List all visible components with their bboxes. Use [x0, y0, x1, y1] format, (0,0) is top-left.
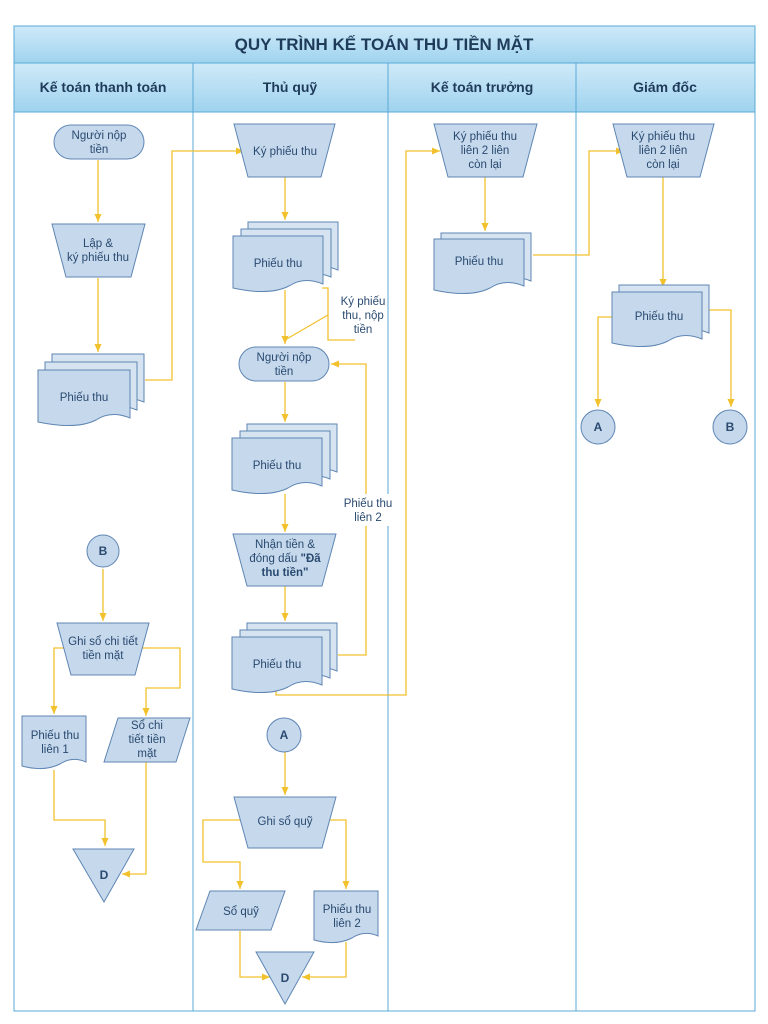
- node-storage-d-lane1: D: [72, 848, 135, 904]
- lane-header-thu-quy: Thủ quỹ: [263, 79, 318, 95]
- edge-label-phieu-thu-lien-2: Phiếu thu liên 2: [340, 494, 396, 526]
- node-label: Ghi sổ quỹ: [258, 816, 313, 828]
- diagram-title: QUY TRÌNH KẾ TOÁN THU TIỀN MẶT: [235, 35, 534, 54]
- node-phieu-thu-multi: Phiếu thu: [37, 353, 145, 426]
- connector-label: A: [594, 420, 603, 434]
- annotation-ky-phieu-thu-nop-tien: Ký phiếu thu, nộp tiền: [341, 296, 386, 336]
- node-label-line-1: Nhận tiền &: [255, 539, 315, 551]
- annotation-line-2: thu, nộp: [342, 310, 384, 322]
- connector-a-lane4: A: [580, 409, 616, 445]
- node-phieu-thu-lien-2: Phiếu thu liên 2: [313, 890, 379, 944]
- node-label-line-1: Lập &: [83, 238, 113, 250]
- connector-label: B: [726, 420, 735, 434]
- node-label: Phiếu thu: [635, 311, 684, 323]
- node-ky-phieu-thu: Ký phiếu thu: [233, 123, 336, 178]
- node-label: Phiếu thu: [253, 460, 302, 472]
- connector-b: B: [86, 534, 120, 568]
- node-phieu-thu-multi-3: Phiếu thu: [231, 622, 338, 693]
- node-so-chi-tiet-tien-mat: Sổ chi tiết tiền mặt: [103, 717, 191, 763]
- node-label-line-3: còn lại: [646, 159, 679, 171]
- edge-label-line-2: liên 2: [354, 512, 382, 524]
- node-label-line-1: Sổ chi: [131, 720, 163, 732]
- connector-a-lane2: A: [266, 717, 302, 753]
- node-label-line-2: tiền: [90, 144, 109, 156]
- node-label: Phiếu thu: [254, 258, 303, 270]
- node-label-line-1: Phiếu thu: [31, 730, 80, 742]
- node-label: Sổ quỹ: [223, 906, 259, 918]
- annotation-line-3: tiền: [354, 324, 373, 336]
- node-label-line-2: tiền: [275, 366, 294, 378]
- node-phieu-thu-lien-1: Phiếu thu liên 1: [21, 715, 87, 770]
- node-ky-phieu-thu-ktt: Ký phiếu thu liên 2 liên còn lại: [433, 123, 538, 178]
- node-label: Ký phiếu thu: [253, 146, 317, 158]
- node-phieu-thu-gd: Phiếu thu: [611, 284, 710, 347]
- node-label-line-2: liên 1: [41, 744, 69, 756]
- node-label-line-2: tiết tiền: [128, 734, 165, 746]
- node-label: Phiếu thu: [253, 659, 302, 671]
- node-nguoi-nop-tien-2: Người nộp tiền: [238, 346, 330, 382]
- node-label-line-2: liên 2 liên: [639, 145, 688, 157]
- connector-label: B: [99, 544, 108, 558]
- node-storage-d-lane2: D: [255, 951, 315, 1006]
- connector-lines: [50, 147, 735, 981]
- lane-header-giam-doc: Giám đốc: [633, 79, 697, 95]
- node-nhan-tien-dong-dau: Nhận tiền & đóng dấu "Đã thu tiền": [232, 533, 337, 587]
- node-label: D: [281, 971, 290, 985]
- node-label-line-2: tiền mặt: [83, 650, 125, 662]
- node-label-line-1: Ký phiếu thu: [631, 131, 695, 143]
- node-label: D: [100, 868, 109, 882]
- connector-label: A: [280, 728, 289, 742]
- node-nguoi-nop-tien: Người nộp tiền: [53, 124, 145, 160]
- annotation-line-1: Ký phiếu: [341, 296, 386, 308]
- lane-header-ke-toan-truong: Kế toán trưởng: [431, 79, 534, 95]
- node-phieu-thu-ktt: Phiếu thu: [433, 232, 532, 294]
- node-phieu-thu-multi-2: Phiếu thu: [231, 423, 338, 494]
- node-label-line-3: thu tiền": [262, 567, 309, 579]
- node-label-line-2b: "Đã: [301, 553, 322, 565]
- node-label-line-2: đóng dấu "Đã: [249, 553, 321, 565]
- node-label: Phiếu thu: [455, 256, 504, 268]
- node-label-line-2a: đóng dấu: [249, 553, 300, 565]
- node-label-line-1: Ghi sổ chi tiết: [68, 636, 138, 648]
- node-label-line-1: Phiếu thu: [323, 904, 372, 916]
- edge-label-line-1: Phiếu thu: [344, 498, 393, 510]
- node-label-line-2: ký phiếu thu: [67, 252, 129, 264]
- node-ghi-so-chi-tiet-tien-mat: Ghi sổ chi tiết tiền mặt: [56, 622, 150, 676]
- node-so-quy: Sổ quỹ: [195, 890, 286, 931]
- lane-header-ke-toan-thanh-toan: Kế toán thanh toán: [40, 79, 167, 95]
- node-phieu-thu-multi-1: Phiếu thu: [232, 221, 339, 292]
- node-label-line-1: Ký phiếu thu: [453, 131, 517, 143]
- node-lap-ky-phieu-thu: Lập & ký phiếu thu: [51, 223, 146, 278]
- node-label-line-1: Người nộp: [257, 352, 312, 364]
- node-ghi-so-quy: Ghi sổ quỹ: [233, 796, 337, 849]
- node-label-line-2: liên 2 liên: [461, 145, 510, 157]
- node-label-line-3: mặt: [137, 748, 157, 760]
- node-label-line-1: Người nộp: [72, 130, 127, 142]
- node-label: Phiếu thu: [60, 392, 109, 404]
- node-ky-phieu-thu-gd: Ký phiếu thu liên 2 liên còn lại: [612, 123, 715, 178]
- node-label-line-2: liên 2: [333, 918, 361, 930]
- node-label-line-3: còn lại: [468, 159, 501, 171]
- swimlane-frame: [13, 25, 756, 1012]
- connector-b-lane4: B: [712, 409, 748, 445]
